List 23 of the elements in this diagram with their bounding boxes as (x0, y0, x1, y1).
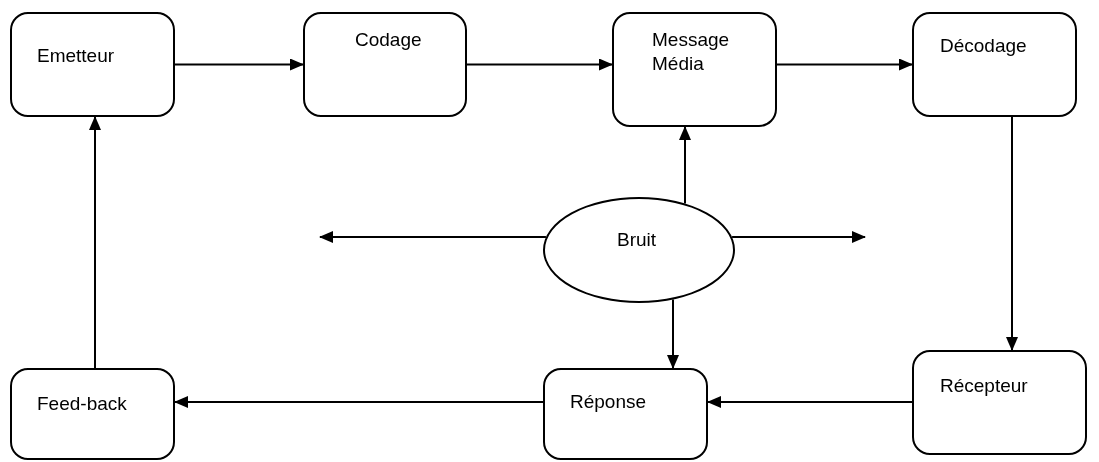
node-label: Emetteur (37, 44, 116, 68)
arrow (707, 396, 913, 408)
node-label: Codage (355, 28, 423, 52)
process-box (912, 12, 1077, 117)
arrow (174, 396, 544, 408)
node-label: Récepteur (940, 374, 1029, 398)
process-box (10, 12, 175, 117)
process-box (543, 368, 708, 460)
arrow (174, 58, 304, 71)
arrow (776, 58, 913, 71)
arrow (89, 116, 101, 369)
arrow (466, 58, 613, 71)
node-label: Réponse (570, 390, 648, 414)
node-label: Message Média (652, 28, 731, 76)
process-box (10, 368, 175, 460)
process-box (912, 350, 1087, 455)
node-label: Feed-back (37, 392, 128, 416)
node-label: Bruit (617, 228, 658, 252)
process-box (612, 12, 777, 127)
arrow (679, 126, 691, 205)
arrow (1006, 116, 1018, 351)
process-box (303, 12, 467, 117)
node-label: Décodage (940, 34, 1028, 58)
